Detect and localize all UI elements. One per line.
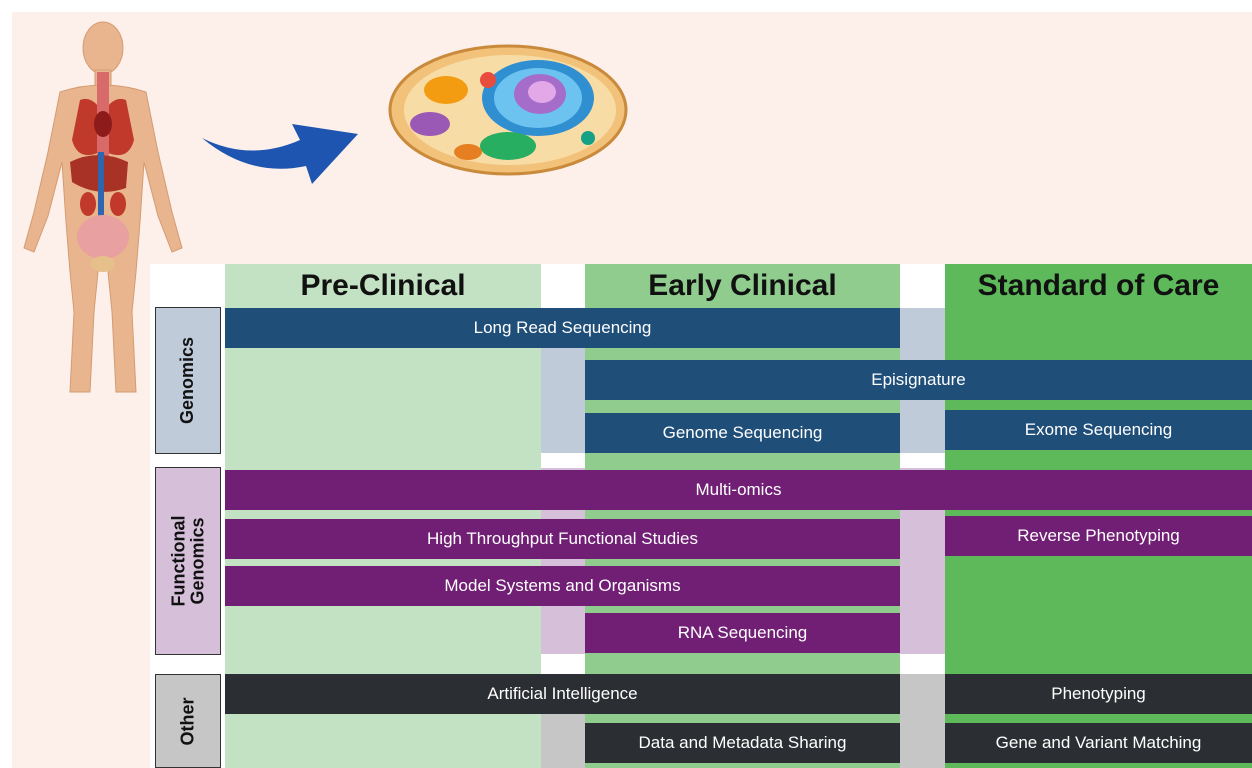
data-sharing-bar: Data and Metadata Sharing — [585, 723, 900, 763]
episignature-bar: Episignature — [585, 360, 1252, 400]
other-row-label: Other — [155, 674, 221, 768]
reverse-phenotyping-bar: Reverse Phenotyping — [945, 516, 1252, 556]
other-label: Other — [177, 696, 198, 746]
cell-illustration — [388, 44, 628, 176]
early-clinical-heading: Early Clinical — [648, 269, 837, 302]
exome-sequencing-bar: Exome Sequencing — [945, 410, 1252, 450]
human-body-illustration — [23, 21, 183, 393]
functional-label-line2: Genomics — [187, 517, 207, 605]
genomics-row-label: Genomics — [155, 307, 221, 454]
arrow-icon — [202, 124, 358, 184]
genome-sequencing-bar: Genome Sequencing — [585, 413, 900, 453]
multi-omics-bar: Multi-omics — [225, 470, 1252, 510]
phenotyping-bar: Phenotyping — [945, 674, 1252, 714]
genomics-label: Genomics — [177, 336, 198, 425]
high-throughput-bar: High Throughput Functional Studies — [225, 519, 900, 559]
pre-clinical-heading: Pre-Clinical — [300, 269, 466, 302]
gene-variant-matching-bar: Gene and Variant Matching — [945, 723, 1252, 763]
functional-label-line1: Functional — [168, 515, 188, 607]
other-band-2 — [900, 674, 945, 768]
standard-of-care-heading: Standard of Care — [977, 269, 1220, 302]
rna-sequencing-bar: RNA Sequencing — [585, 613, 900, 653]
artificial-intelligence-bar: Artificial Intelligence — [225, 674, 900, 714]
long-read-sequencing-bar: Long Read Sequencing — [225, 308, 900, 348]
model-systems-bar: Model Systems and Organisms — [225, 566, 900, 606]
